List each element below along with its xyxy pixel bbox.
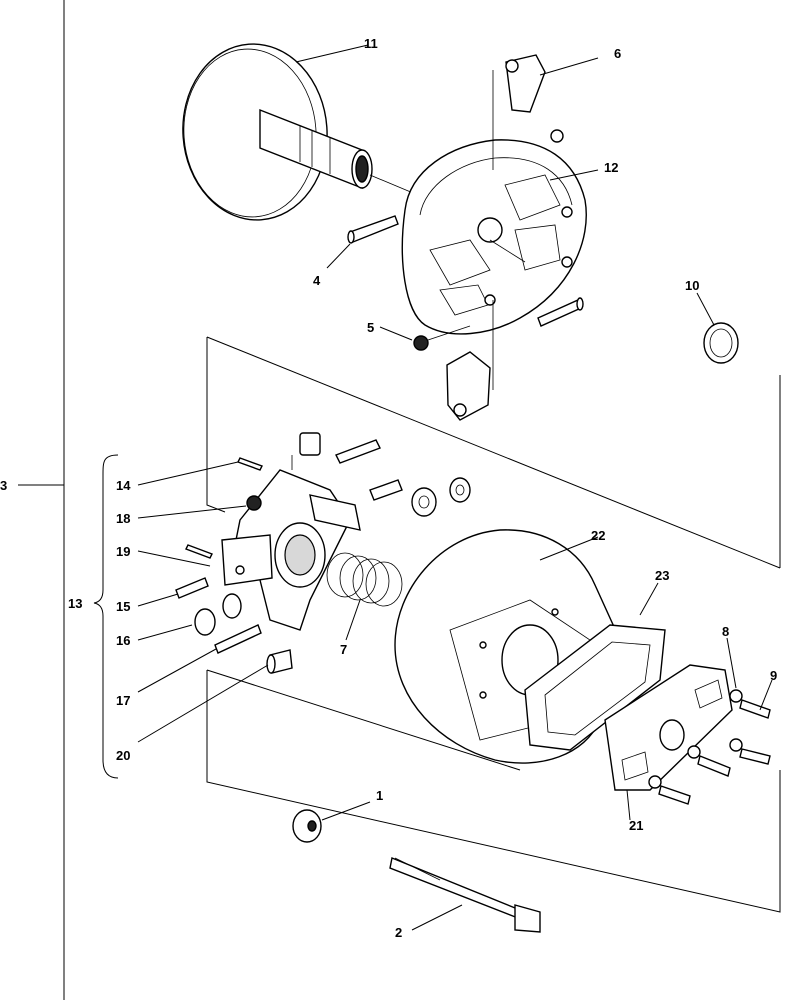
callout-5: 5	[367, 320, 374, 335]
callout-3: 3	[0, 478, 7, 493]
part-12-movable-sheave	[401, 139, 587, 335]
part-17-bolt	[214, 624, 262, 654]
callout-9: 9	[770, 668, 777, 683]
part-bolt-right	[537, 297, 584, 327]
part-23-gasket	[524, 624, 666, 751]
part-4-pin	[347, 215, 399, 244]
callout-15: 15	[116, 599, 130, 614]
part-21-end-cap	[604, 664, 733, 791]
callout-19: 19	[116, 544, 130, 559]
part-14-pin	[185, 457, 263, 559]
part-7-spring	[326, 552, 403, 607]
callout-22: 22	[591, 528, 605, 543]
part-20-bushing	[266, 649, 293, 674]
part-18-nut	[246, 495, 262, 511]
part-15-pin	[175, 577, 209, 599]
callout-23: 23	[655, 568, 669, 583]
part-2-long-bolt	[389, 857, 541, 933]
callout-18: 18	[116, 511, 130, 526]
assembly-bracket-line	[18, 0, 65, 1000]
callout-labels: 11 6 12 4 10 5 3 14 18 19 22 23 13 15 8 …	[0, 36, 777, 940]
callout-13: 13	[68, 596, 82, 611]
callout-11: 11	[364, 36, 378, 51]
callout-10: 10	[685, 278, 699, 293]
part-8-washer	[648, 689, 743, 789]
part-10-oring	[703, 322, 739, 364]
callout-17: 17	[116, 693, 130, 708]
callout-7: 7	[340, 642, 347, 657]
part-1-washer	[292, 809, 322, 843]
leader-lines	[137, 44, 773, 931]
part-spider-assembly	[221, 432, 361, 631]
part-spider-bolts	[335, 439, 471, 517]
part-11-sheave	[182, 43, 426, 221]
callout-1: 1	[376, 788, 383, 803]
part-5-nut	[413, 325, 471, 351]
callout-14: 14	[116, 478, 131, 493]
callout-8: 8	[722, 624, 729, 639]
callout-4: 4	[313, 273, 321, 288]
callout-12: 12	[604, 160, 618, 175]
part-9-bolt	[658, 699, 771, 805]
callout-20: 20	[116, 748, 130, 763]
callout-6: 6	[614, 46, 621, 61]
part-16-roller	[194, 593, 242, 636]
part-nut-small	[550, 129, 564, 143]
callout-21: 21	[629, 818, 643, 833]
callout-2: 2	[395, 925, 402, 940]
part-6-weight-lower	[446, 300, 494, 421]
subassembly-brace	[93, 454, 119, 779]
part-6-weight	[492, 54, 546, 170]
exploded-frame-lines	[206, 336, 781, 913]
callout-16: 16	[116, 633, 130, 648]
